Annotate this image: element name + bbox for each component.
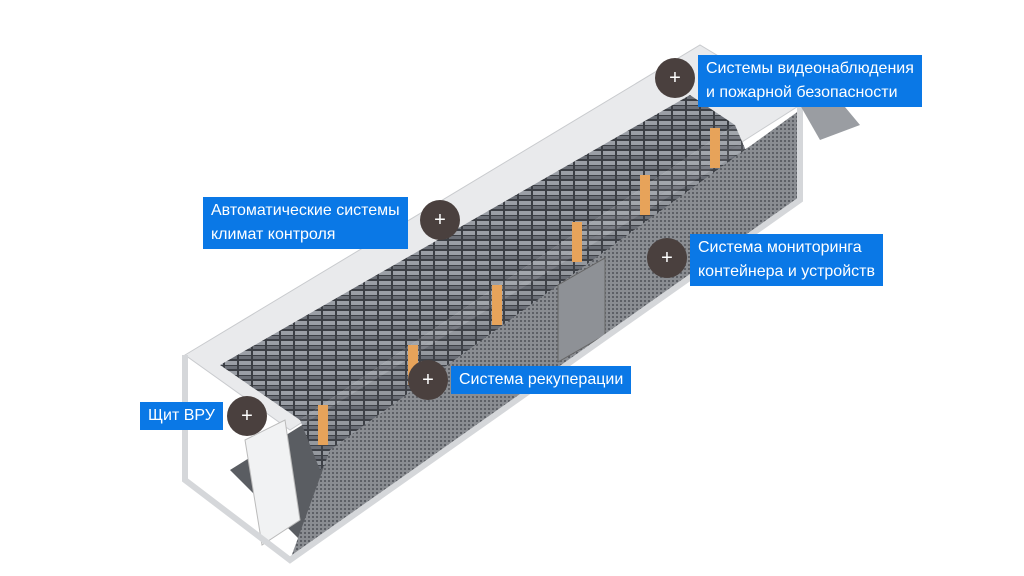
hotspot-recuperation-button[interactable]: + xyxy=(408,360,448,400)
plus-icon: + xyxy=(422,369,434,391)
hotspot-monitoring-button[interactable]: + xyxy=(647,238,687,278)
hotspot-switchboard-button[interactable]: + xyxy=(227,396,267,436)
switchboard-cabinet xyxy=(244,419,301,546)
label-line: климат контроля xyxy=(211,226,336,243)
label-line: контейнера и устройств xyxy=(698,263,875,280)
label-recuperation: Система рекуперации xyxy=(451,366,632,394)
label-line: Система мониторинга xyxy=(698,239,862,256)
label-climate: Автоматические системы климат контроля xyxy=(203,197,408,249)
label-line: Автоматические системы xyxy=(211,202,400,219)
plus-icon: + xyxy=(661,247,673,269)
label-video-fire: Системы видеонаблюдения и пожарной безоп… xyxy=(698,55,922,107)
label-line: Система рекуперации xyxy=(459,371,624,388)
plus-icon: + xyxy=(669,67,681,89)
plus-icon: + xyxy=(434,209,446,231)
label-line: Системы видеонаблюдения xyxy=(706,60,914,77)
hotspot-climate-button[interactable]: + xyxy=(420,200,460,240)
plus-icon: + xyxy=(241,405,253,427)
container-frame xyxy=(182,105,803,564)
hotspot-video-fire-button[interactable]: + xyxy=(655,58,695,98)
label-monitoring: Система мониторинга контейнера и устройс… xyxy=(690,234,883,286)
front-mesh-wall xyxy=(290,110,800,560)
label-line: Щит ВРУ xyxy=(148,407,215,424)
label-line: и пожарной безопасности xyxy=(706,84,898,101)
server-racks xyxy=(220,95,735,420)
label-switchboard: Щит ВРУ xyxy=(140,402,223,430)
